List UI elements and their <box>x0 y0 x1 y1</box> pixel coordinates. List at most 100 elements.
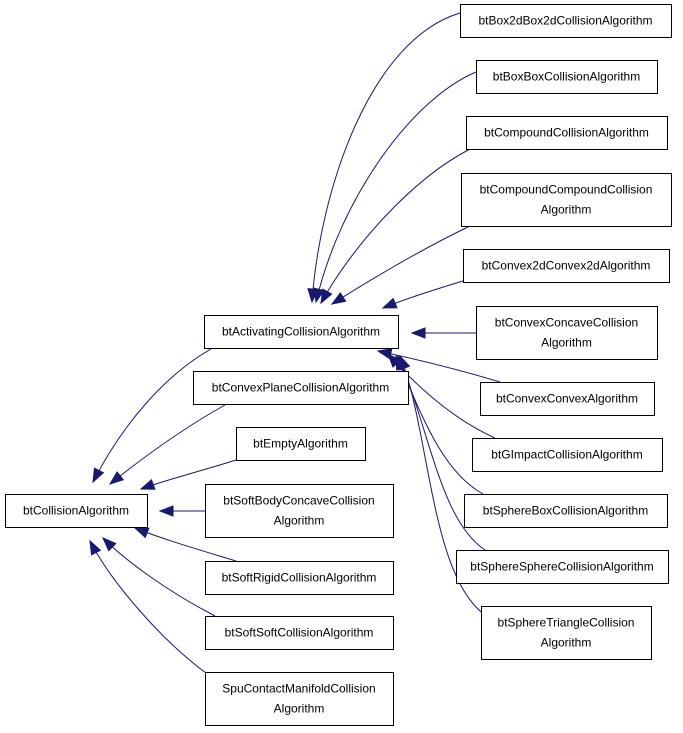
class-node-bt-g-impact-collision-algorithm[interactable]: btGImpactCollisionAlgorithm <box>472 438 663 472</box>
node-label: btActivatingCollisionAlgorithm <box>222 325 380 339</box>
arrowhead <box>89 539 102 556</box>
nodes-layer: btCollisionAlgorithm btActivatingCollisio… <box>5 4 672 726</box>
edge-line <box>109 404 226 485</box>
edge-bt-convex2d-convex2d-algorithm-to-bt-activating-collision-algorithm <box>381 280 464 309</box>
arrowhead <box>330 291 347 305</box>
arrowhead <box>108 471 125 485</box>
class-node-bt-soft-soft-collision-algorithm[interactable]: btSoftSoftCollisionAlgorithm <box>205 616 394 650</box>
arrowhead <box>410 327 426 339</box>
edge-bt-convex-plane-collision-algorithm-to-bt-collision-algorithm <box>108 404 226 485</box>
node-label: Algorithm <box>274 514 325 528</box>
node-box <box>204 315 399 349</box>
edge-bt-empty-algorithm-to-bt-collision-algorithm <box>139 459 237 490</box>
edge-line <box>399 355 486 616</box>
node-box <box>466 116 668 150</box>
node-box <box>461 173 672 227</box>
node-box <box>476 306 658 360</box>
class-node-bt-convex-convex-algorithm[interactable]: btConvexConvexAlgorithm <box>480 382 655 416</box>
class-node-bt-convex2d-convex2d-algorithm[interactable]: btConvex2dConvex2dAlgorithm <box>463 249 670 283</box>
arrowhead <box>139 478 156 490</box>
edge-bt-sphere-triangle-collision-algorithm-to-bt-activating-collision-algorithm <box>399 354 486 616</box>
node-box <box>205 672 394 726</box>
arrowhead <box>92 467 105 484</box>
edge-bt-soft-body-concave-collision-algorithm-to-bt-collision-algorithm <box>158 505 205 517</box>
edge-bt-compound-collision-algorithm-to-bt-activating-collision-algorithm <box>320 148 471 305</box>
node-box <box>193 371 409 405</box>
node-label: btSphereTriangleCollision <box>498 616 635 630</box>
node-box <box>456 550 669 584</box>
edge-bt-convex-concave-collision-algorithm-to-bt-activating-collision-algorithm <box>410 327 476 339</box>
node-box <box>463 249 670 283</box>
node-label: Algorithm <box>541 636 592 650</box>
class-node-bt-box-box-collision-algorithm[interactable]: btBoxBoxCollisionAlgorithm <box>476 60 658 94</box>
node-box <box>5 494 148 528</box>
node-label: btSoftRigidCollisionAlgorithm <box>222 571 377 585</box>
node-label: btCompoundCompoundCollision <box>480 183 653 197</box>
arrowhead <box>158 505 174 517</box>
node-box <box>480 382 655 416</box>
arrowhead <box>399 354 411 371</box>
node-label: btSphereBoxCollisionAlgorithm <box>483 504 648 518</box>
arrowhead <box>133 527 150 539</box>
node-label: btSphereSphereCollisionAlgorithm <box>470 560 653 574</box>
node-label: btBoxBoxCollisionAlgorithm <box>493 70 640 84</box>
edge-line <box>89 540 211 677</box>
edges-layer <box>89 12 501 677</box>
class-node-bt-compound-collision-algorithm[interactable]: btCompoundCollisionAlgorithm <box>466 116 668 150</box>
edge-spu-contact-manifold-collision-algorithm-to-bt-collision-algorithm <box>89 539 211 677</box>
node-box <box>460 4 672 38</box>
edge-line <box>320 148 471 304</box>
node-label: btConvexPlaneCollisionAlgorithm <box>212 381 389 395</box>
edge-bt-box2d-box2d-collision-algorithm-to-bt-activating-collision-algorithm <box>307 12 461 304</box>
node-box <box>481 606 652 660</box>
node-label: btCompoundCollisionAlgorithm <box>484 126 649 140</box>
node-label: btConvexConvexAlgorithm <box>496 392 638 406</box>
class-node-bt-convex-plane-collision-algorithm[interactable]: btConvexPlaneCollisionAlgorithm <box>193 371 409 405</box>
edge-bt-box-box-collision-algorithm-to-bt-activating-collision-algorithm <box>313 71 477 304</box>
node-label: btBox2dBox2dCollisionAlgorithm <box>478 14 652 28</box>
node-label: btCollisionAlgorithm <box>23 504 129 518</box>
edge-bt-soft-soft-collision-algorithm-to-bt-collision-algorithm <box>102 537 216 617</box>
node-label: btGImpactCollisionAlgorithm <box>491 448 642 462</box>
edge-bt-compound-compound-collision-algorithm-to-bt-activating-collision-algorithm <box>330 225 471 305</box>
node-box <box>205 561 394 595</box>
class-node-bt-collision-algorithm[interactable]: btCollisionAlgorithm <box>5 494 148 528</box>
edge-bt-soft-rigid-collision-algorithm-to-bt-collision-algorithm <box>133 527 237 562</box>
arrowhead <box>313 287 325 304</box>
node-label: btSoftBodyConcaveCollision <box>223 494 374 508</box>
class-node-bt-empty-algorithm[interactable]: btEmptyAlgorithm <box>236 427 366 461</box>
edge-line <box>315 71 477 303</box>
node-label: Algorithm <box>541 203 592 217</box>
arrowhead <box>102 537 117 552</box>
class-node-bt-box2d-box2d-collision-algorithm[interactable]: btBox2dBox2dCollisionAlgorithm <box>460 4 672 38</box>
edge-bt-activating-collision-algorithm-to-bt-collision-algorithm <box>92 348 212 484</box>
class-node-bt-soft-rigid-collision-algorithm[interactable]: btSoftRigidCollisionAlgorithm <box>205 561 394 595</box>
node-box <box>472 438 663 472</box>
arrowhead <box>381 297 398 309</box>
class-node-bt-sphere-box-collision-algorithm[interactable]: btSphereBoxCollisionAlgorithm <box>464 494 668 528</box>
arrowhead <box>320 288 333 305</box>
node-label: btConvex2dConvex2dAlgorithm <box>482 259 651 273</box>
node-label: btConvexConcaveCollision <box>495 316 638 330</box>
node-box <box>205 484 394 538</box>
node-label: Algorithm <box>274 702 325 716</box>
class-node-bt-activating-collision-algorithm[interactable]: btActivatingCollisionAlgorithm <box>204 315 399 349</box>
node-box <box>236 427 366 461</box>
node-label: SpuContactManifoldCollision <box>222 682 375 696</box>
node-label: Algorithm <box>541 336 592 350</box>
edge-line <box>377 350 501 383</box>
node-box <box>464 494 668 528</box>
edge-line <box>311 12 461 303</box>
edge-line <box>331 225 471 305</box>
class-node-bt-sphere-sphere-collision-algorithm[interactable]: btSphereSphereCollisionAlgorithm <box>456 550 669 584</box>
node-box <box>205 616 394 650</box>
node-label: btSoftSoftCollisionAlgorithm <box>225 626 374 640</box>
edge-line <box>92 348 212 483</box>
node-label: btEmptyAlgorithm <box>253 437 348 451</box>
